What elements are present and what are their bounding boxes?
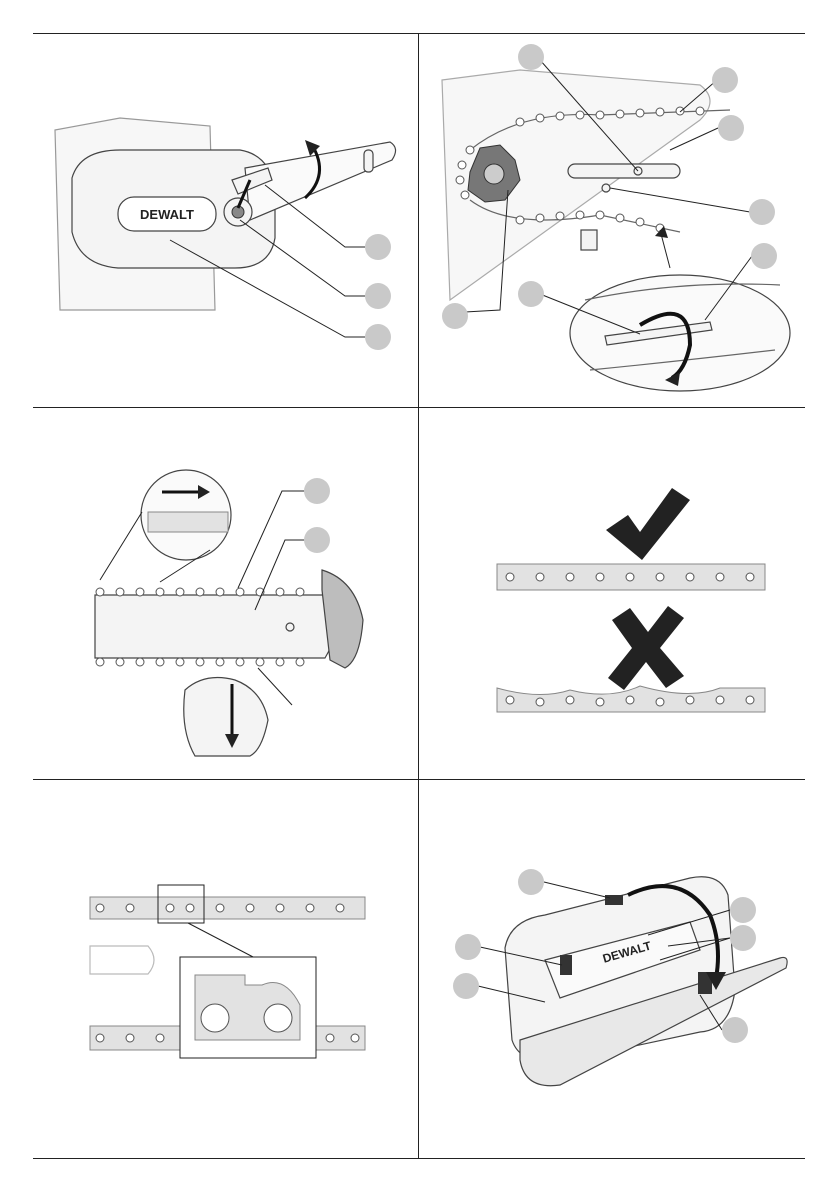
callout-p2-1 bbox=[518, 44, 544, 70]
callout-p6-6 bbox=[722, 1017, 748, 1043]
detail-chain-segment bbox=[148, 512, 228, 532]
callout-p1-3 bbox=[365, 324, 391, 350]
panel-1-brand-label: DEWALT bbox=[140, 207, 194, 222]
zoom-leader bbox=[188, 923, 255, 958]
adjuster-pin bbox=[602, 184, 610, 192]
guide-bar-p3 bbox=[95, 595, 335, 658]
checkmark-icon bbox=[606, 488, 690, 560]
chain-catcher bbox=[581, 230, 597, 250]
panel-4-illustration bbox=[497, 488, 765, 712]
callout-p6-2 bbox=[730, 897, 756, 923]
latch-top bbox=[605, 895, 623, 905]
callout-p6-3 bbox=[730, 925, 756, 951]
leader-p3-3 bbox=[258, 668, 292, 705]
bar-chain-bottom bbox=[96, 658, 304, 666]
callout-p6-1 bbox=[518, 869, 544, 895]
leader-p6-1 bbox=[544, 882, 610, 898]
hand-outline bbox=[184, 678, 268, 756]
bar-slot bbox=[364, 150, 373, 172]
callout-p3-2 bbox=[304, 527, 330, 553]
callout-p2-6 bbox=[518, 281, 544, 307]
callout-p1-2 bbox=[365, 283, 391, 309]
callout-p2-2 bbox=[712, 67, 738, 93]
chain-strip-top-rivets bbox=[96, 904, 344, 912]
panel-2-illustration bbox=[442, 44, 790, 391]
chain-correct-rivets bbox=[506, 573, 754, 581]
sprocket-hub bbox=[484, 164, 504, 184]
callout-p1-1 bbox=[365, 234, 391, 260]
callout-p6-4 bbox=[455, 934, 481, 960]
bar-plate-slot bbox=[568, 164, 680, 178]
callout-p2-7 bbox=[442, 303, 468, 329]
panel-6-illustration: DEWALT bbox=[453, 869, 787, 1086]
panel-5-illustration bbox=[90, 885, 365, 1058]
callout-p6-5 bbox=[453, 973, 479, 999]
callout-p2-5 bbox=[751, 243, 777, 269]
cross-icon bbox=[608, 606, 684, 690]
callout-p2-3 bbox=[718, 115, 744, 141]
panel-3-illustration bbox=[95, 470, 363, 756]
detail-leader-a bbox=[100, 512, 142, 580]
callout-p2-4 bbox=[749, 199, 775, 225]
leader-p2-4 bbox=[610, 188, 750, 212]
bar-hole-p3 bbox=[286, 623, 294, 631]
callout-p3-1 bbox=[304, 478, 330, 504]
panel-1-illustration: DEWALT bbox=[55, 118, 396, 350]
bar-fragment bbox=[90, 946, 154, 974]
zoomed-rivet-left bbox=[201, 1004, 229, 1032]
zoomed-rivet-right bbox=[264, 1004, 292, 1032]
